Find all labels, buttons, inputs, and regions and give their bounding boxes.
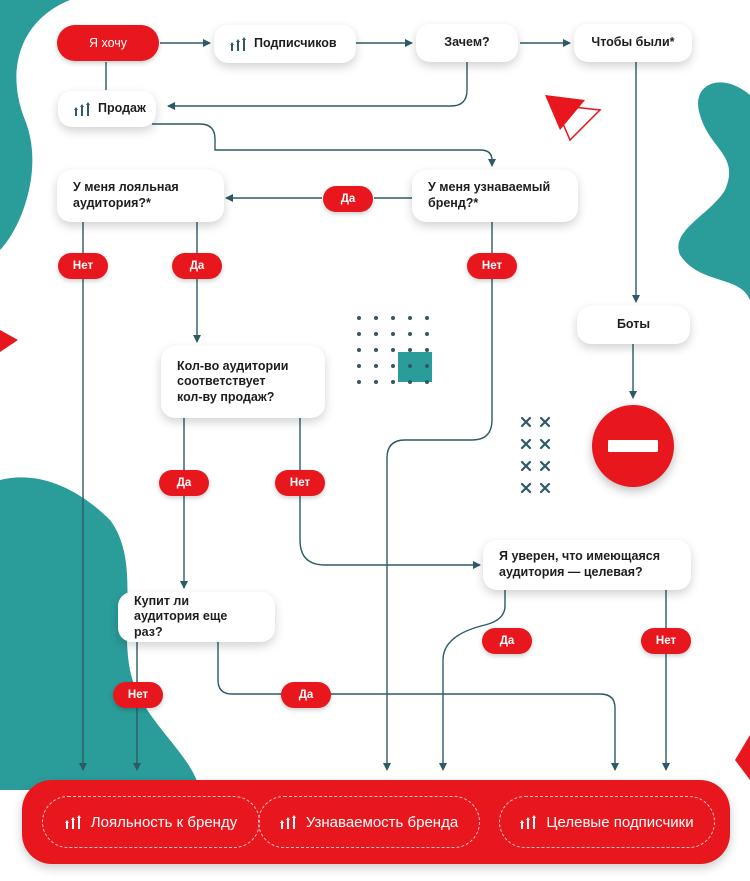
target-audience-node: Я уверен, что имеющаяся аудитория — целе… [483,540,691,590]
subscribers-label: Подписчиков [254,36,337,51]
sales-label: Продаж [98,101,146,116]
growth-arrows-icon [279,815,298,829]
stop-sign-icon [592,405,674,487]
answer-yes-pill: Да [159,470,209,496]
growth-arrows-icon [74,102,92,116]
outcome-target-subscribers-label: Целевые подписчики [546,813,694,831]
growth-arrows-icon [520,815,538,829]
answer-yes-pill: Да [172,253,222,279]
bots-node: Боты [577,306,690,344]
start-node: Я хочу [57,25,159,61]
cross-marks-decoration [520,416,551,494]
growth-arrows-icon [230,37,248,51]
dot-grid-decoration [357,316,432,384]
answer-no-pill: Нет [641,628,691,654]
outcome-recognition-label: Узнаваемость бренда [305,813,459,831]
outcome-recognition: Узнаваемость бренда [258,796,480,848]
sales-node: Продаж [58,91,156,127]
loyal-audience-node: У меня лояльная аудитория?* [57,170,224,222]
teal-blob-top-left [0,0,70,250]
answer-no-pill: Нет [113,682,163,708]
growth-arrows-icon [64,815,83,829]
answer-no-pill: Нет [58,253,108,279]
outcomes-bar: Лояльность к бренду Узнаваемость бренда … [22,780,730,864]
outcome-loyalty: Лояльность к бренду [42,796,260,848]
connectors [79,39,670,771]
teal-blob-right [678,82,750,301]
recognizable-brand-node: У меня узнаваемый бренд?* [412,170,578,222]
answer-yes-pill: Да [482,628,532,654]
answer-no-pill: Нет [467,253,517,279]
red-triangle-right-edge [735,735,750,780]
why-node: Зачем? [416,24,518,62]
to-have-node: Чтобы были* [574,24,692,62]
subscribers-node: Подписчиков [214,25,356,63]
answer-yes-pill: Да [281,682,331,708]
buy-again-node: Купит ли аудитория еще раз? [118,592,275,642]
outcome-target-subscribers: Целевые подписчики [499,796,715,848]
answer-no-pill: Нет [275,470,325,496]
answer-yes-pill: Да [323,186,373,212]
teal-blob-bottom-left [0,477,200,790]
outcome-loyalty-label: Лояльность к бренду [90,813,238,831]
red-triangle-left-edge [0,330,18,352]
audience-match-node: Кол-во аудитории соответствует кол-ву пр… [161,346,325,418]
red-triangle-decoration [545,95,585,130]
